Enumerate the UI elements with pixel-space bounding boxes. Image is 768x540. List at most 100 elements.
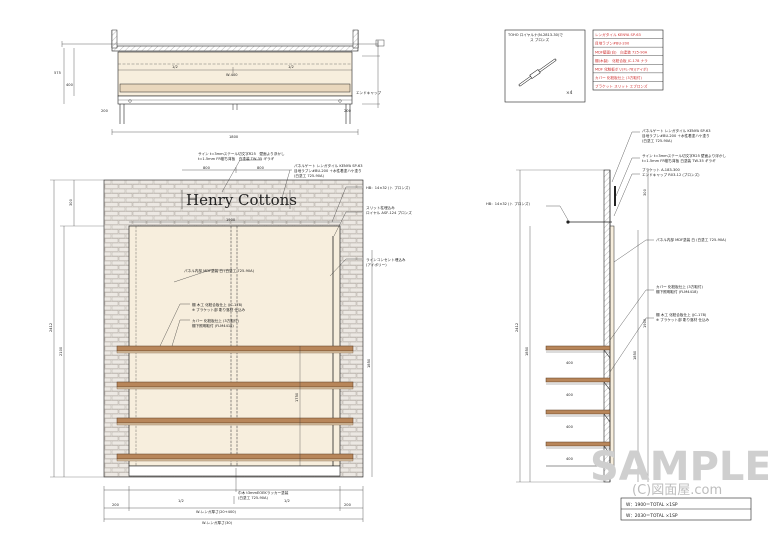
front-callout: 棚 木工 化粧合板仕上 (JC-178) [192,302,243,307]
front-callout: HB：14×32 (ト ブロンズ) [366,185,411,190]
totals-box: W：1900＝TOTAL ×1SP W：2030＝TOTAL ×1SP [620,497,752,521]
side-dim-shelf-4: 400 [566,457,574,461]
front-dim-bottom-left: 200 [112,503,120,507]
front-callout: 棚下照明取付 (FLM4418) [192,323,234,328]
side-dim-right-outer: 1900 [643,318,647,328]
bracket-illustration-icon [518,58,557,87]
front-dim-height-right: 1850 [367,358,371,368]
detail-quantity: ×4 [566,90,573,96]
side-dim-right-inner: 1850 [633,350,637,360]
spec-row-text: ブラケット スリット エブロンズ [595,84,648,89]
front-dim-bottom-half-left: 1/2 [178,499,184,503]
top-plan-view: 1/2 1/2 W-400 1800 575 400 200 200 エンドキャ… [54,29,385,139]
front-elevation: Henry Cottons 800 800 1900 2412 2100 300… [49,159,373,525]
side-dim-shelf-1: 400 [566,361,574,365]
shelf-cover [116,350,354,354]
watermark-main: SAMPLE [590,444,768,490]
front-dim-panel-width: 1900 [226,218,236,222]
side-callout: 目地ラブン#BU-200 ＋水性着塗ハケ塗り [642,133,710,138]
front-callout: t=1.5mm FR樹ち背板 白塗装 TW-35 ギラギ [198,156,275,161]
side-dim-shelf-2: 400 [566,393,574,397]
front-callout: ※ ブラケット部 彫り落材 仕込み [192,307,246,312]
side-shelf-board [545,409,611,415]
side-shelf-board [545,377,611,383]
front-callout: カバー 化粧板仕上 (3方取付) [192,318,240,323]
total-line-1: W：1900＝TOTAL ×1SP [626,502,678,508]
side-callout: ブラケット A-183-300 [642,167,681,172]
front-callout: ラインコンセント埋込み [366,257,406,262]
shelf-cover [116,422,354,426]
spec-row-text: 目地ラブン#BU-200 [595,41,630,46]
front-callout: 目地ラブン#BU-200 ＋水性着塗ハケ塗り [294,168,362,173]
spec-row-text: MDF 化粧板ポリ(FL-78)(アイボ) [595,66,649,71]
plan-dim-right-edge: 200 [344,109,352,113]
bracket-detail: TOHO ロイヤルナ(N-2813-30)で ス ブロンズ ×4 [504,29,586,103]
shelf-board [116,417,354,424]
side-dim-total: 2412 [515,323,519,332]
plan-dim-depth: 575 [54,71,61,75]
front-dim-height-total: 2412 [49,323,53,332]
detail-caption-2: ス ブロンズ [530,37,549,42]
sample-watermark: SAMPLE (C)図面屋.com [590,444,768,498]
side-callout: エンドキャップ R03-12 (ブロンズ) [642,172,700,177]
side-callout: パネル内部 MDF塗装 白 (白塗工 725-90A) [656,237,727,242]
side-section: 2412 1850 1900 1850 300 400 400 400 400 [515,131,654,483]
side-shelf-group [545,345,611,467]
side-callout: 棚下照明取付 (FLM4418) [656,289,698,294]
plan-dim-inner: W-400 [226,73,238,77]
side-callout: パネルゲート レンガタイル KENYA SP-63 [642,128,710,133]
side-shelf-board [545,441,611,447]
side-shelf-board [545,345,611,351]
front-dim-bottom-w2: W-レンガ厚さ(30) [202,520,233,525]
shelf-group [116,345,354,462]
side-bracket [603,349,611,359]
plan-dim-half-left: 1/2 [172,65,178,69]
side-bracket [603,413,611,423]
front-dim-bottom-w1: W-レンガ厚さ(20+400) [196,509,237,514]
shelf-board [116,453,354,460]
front-callout: パネルゲート レンガタイル KENYA SP-63 [294,163,362,168]
brand-logo-text: Henry Cottons [186,191,297,209]
front-callout: (白塗工 725-90A) [238,495,269,500]
spec-row-text: MDF壁面(白) 白塗装 725-90A [595,49,648,54]
front-dim-height-top: 300 [69,198,73,206]
side-callout: t=1.5mm FR樹ち背板 白塗装 TW-35 ギラギ [642,158,716,163]
side-callout: (白塗工 725-90A) [642,138,673,143]
plan-dim-half-right: 1/2 [288,65,294,69]
side-bracket [603,381,611,391]
side-callout: カバー 化粧板仕上 (3方取付) [656,284,704,289]
shelf-cover [116,458,354,462]
front-dim-bottom-right: 200 [344,503,352,507]
front-callout: パネル内部 MDF塗装 白 (白塗工 725-90A) [184,268,255,273]
front-dim-bottom-half-right: 1/2 [284,499,290,503]
side-callout: ※ ブラケット部 彫り落材 仕込み [656,317,710,322]
side-callout: HB：14×32 (ト ブロンズ) [486,201,531,206]
front-dim-top-right: 800 [257,166,265,170]
side-callout: 棚 木工 化粧合板仕上 (JC-178) [656,312,707,317]
spec-row-text: 棚(木製) 化粧合板 JC-178 ナラ [595,58,648,63]
shelf-cover [116,386,354,390]
plan-dim-total: 1800 [229,135,239,139]
shelf-board [116,345,354,352]
front-dim-height-panel: 2100 [59,346,63,356]
spec-row-text: カバー 化粧板仕上 (3方取付) [595,75,643,80]
front-callout: (白塗工 725-90A) [294,173,325,178]
shelf-board [116,381,354,388]
side-dim-inner: 1850 [525,346,529,356]
front-dim-height-inner: 1750 [295,392,299,402]
plan-dim-left-edge: 200 [101,109,109,113]
side-dim-shelf-3: 400 [566,425,574,429]
total-line-2: W：2030＝TOTAL ×1SP [626,513,678,519]
watermark-sub: (C)図面屋.com [632,483,722,498]
front-callout: (アイボリー) [366,262,387,267]
side-dim-top: 300 [643,188,647,196]
front-callout: スリット柱埋込み [366,205,395,210]
side-callout: サイン t=3mmステール切文字R25 壁面より浮かし [642,153,726,158]
front-callout: ロイヤル ASF-124 ブロンズ [366,210,412,215]
plan-label-endcap: エンドキャップ [356,90,382,95]
plan-dim-shelf: 400 [66,83,74,87]
front-callout: 巾木 t3mmEOEKラッカー塗装 [238,490,289,495]
spec-row-text: レンガタイル KENYA SP-63 [595,32,641,37]
